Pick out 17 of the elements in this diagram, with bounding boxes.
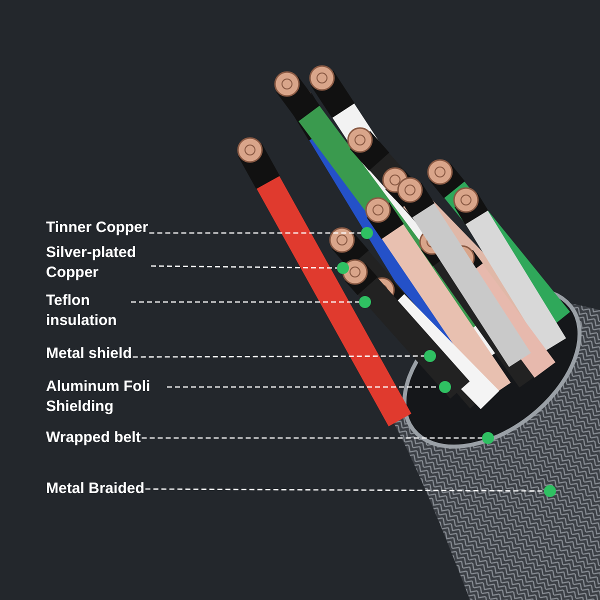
part-label: Tinner Copper (46, 218, 148, 238)
part-label: Wrapped belt (46, 428, 141, 448)
part-label: Aluminum Foli Shielding (46, 377, 166, 417)
leader-line (167, 386, 439, 388)
part-label: Metal shield (46, 344, 132, 364)
leader-line (149, 232, 361, 234)
leader-line (145, 488, 544, 492)
marker-dot (337, 262, 349, 274)
leader-line (131, 301, 359, 303)
leader-line (132, 355, 424, 358)
leader-line (151, 265, 337, 269)
marker-dot (359, 296, 371, 308)
part-label: Teflon insulation (46, 291, 130, 331)
part-label: Silver-plated Copper (46, 243, 150, 283)
leader-line (142, 437, 482, 439)
part-label: Metal Braided (46, 479, 144, 499)
marker-dot (361, 227, 373, 239)
